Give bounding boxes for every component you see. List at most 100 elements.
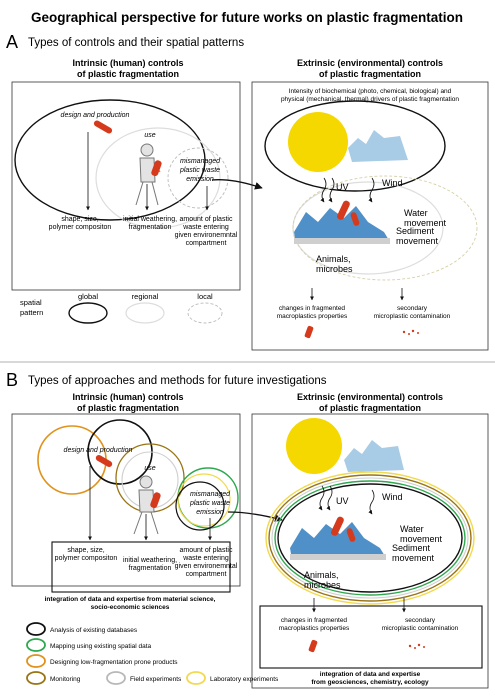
panel-b-uv-label: UV	[336, 496, 349, 506]
figure-title: Geographical perspective for future work…	[31, 10, 463, 25]
panel-b-outcome-shape-2: polymer compositon	[55, 555, 118, 562]
panel-b-water-2: movement	[400, 534, 443, 544]
microplastic-icon-a	[402, 329, 419, 335]
panel-a-intrinsic-title-2: of plastic fragmentation	[77, 69, 179, 79]
panel-a-sediment-2: movement	[396, 236, 439, 246]
legend-global-label: global	[78, 292, 98, 301]
method-ring-mapping-b-ext	[274, 480, 466, 596]
panel-a-letter: A	[6, 32, 18, 52]
panel-b-integration-left-2: socio-economic sciences	[91, 604, 170, 611]
water-icon-a	[294, 206, 390, 244]
panel-a-design-label: design and production	[61, 112, 130, 119]
panel-b-outcome-amount-2: waste entering	[182, 555, 229, 562]
panel-b-integration-right-1: integration of data and expertise	[320, 671, 421, 678]
method-ring-monitoring-b-ext	[268, 474, 472, 602]
wind-arrow-icon-a	[368, 177, 375, 203]
panel-a-secondary-1: secondary	[397, 305, 428, 312]
wind-arrow-icon-b	[368, 489, 375, 515]
panel-b-letter: B	[6, 370, 18, 390]
method-circle-lab-b	[177, 473, 231, 527]
panel-a-use-label: use	[144, 132, 155, 139]
panel-b-design-label: design and production	[64, 447, 133, 454]
panel-a-mismanaged-2: plastic waste	[179, 167, 220, 174]
panel-b-outcome-box-right	[259, 605, 483, 669]
plastic-item-icon-b2	[150, 492, 161, 509]
method-legend-label: Laboratory experiments	[210, 676, 279, 683]
panel-b-outcome-shape-1: shape, size,	[67, 547, 104, 554]
plastic-item-icon-b4	[346, 528, 356, 542]
panel-b-water-1: Water	[400, 524, 424, 534]
local-ellipse-a	[167, 147, 229, 209]
panel-b-intrinsic-title-2: of plastic fragmentation	[77, 403, 179, 413]
panel-b-use-label: use	[144, 465, 155, 472]
uv-arrow-icon-a2	[328, 177, 335, 203]
panel-b-outcome-amount-3: given environemntal	[175, 563, 238, 570]
panel-a-outcome-shape-1: shape, size,	[61, 216, 98, 223]
method-circle-design-b	[37, 425, 107, 495]
plastic-item-icon-b3	[331, 516, 344, 536]
panel-b-outcome-amount-1: amount of plastic	[180, 547, 233, 554]
method-legend-swatch	[106, 671, 126, 685]
sun-icon-b	[286, 418, 342, 474]
plastic-item-icon-a2	[151, 160, 162, 177]
method-legend-label: Field experiments	[130, 676, 182, 683]
spatial-pattern-label-2: pattern	[20, 308, 43, 317]
microplastic-icon-b	[408, 643, 425, 649]
uv-arrow-icon-b	[318, 485, 325, 511]
panel-a-sediment-1: Sediment	[396, 226, 435, 236]
panel-b-secondary-1: secondary	[405, 617, 436, 624]
regional-ellipse-a	[95, 127, 221, 229]
spatial-pattern-label-1: spatial	[20, 298, 42, 307]
panel-b-sediment-2: movement	[392, 553, 435, 563]
legend-global-ellipse	[68, 302, 108, 324]
method-legend-swatch	[26, 622, 46, 636]
panel-b-wind-label: Wind	[382, 492, 403, 502]
panel-a-extrinsic-title-1: Extrinsic (environmental) controls	[297, 58, 443, 68]
method-circle-databases-b2	[175, 481, 225, 531]
plastic-fragments-icon-b	[308, 639, 318, 653]
panel-a-water-2: movement	[404, 218, 447, 228]
panel-b-outcome-weathering-2: fragmentation	[129, 565, 172, 572]
panel-a-outcome-amount-3: given environemntal	[175, 232, 238, 239]
panel-a-animals-2: microbes	[316, 264, 353, 274]
connector-arrow-a	[211, 179, 263, 190]
ice-icon-b	[344, 440, 404, 472]
panel-a-mismanaged-3: emission	[186, 176, 214, 183]
panel-b-integration-right-2: from geosciences, chemistry, ecology	[311, 679, 429, 686]
panel-b-intrinsic-box	[11, 413, 241, 587]
panel-a-extrinsic-desc-2: physical (mechanical, thermal) drivers o…	[281, 96, 459, 103]
panel-a-mismanaged-1: mismanaged	[180, 158, 221, 165]
global-ellipse-a	[14, 99, 206, 221]
method-legend-label: Analysis of existing databases	[50, 627, 138, 634]
method-legend-swatch	[26, 638, 46, 652]
ice-icon-a	[348, 130, 408, 162]
panel-a-intrinsic-box	[11, 81, 241, 291]
panel-b-integration-left-1: integration of data and expertise from m…	[45, 596, 216, 603]
panel-b-extrinsic-box	[251, 413, 489, 689]
panel-a-outcome-amount-1: amount of plastic	[180, 216, 233, 223]
panel-b-outcome-amount-4: compartment	[186, 571, 227, 578]
panel-a-changes-2: macroplastics properties	[277, 313, 348, 320]
panel-b-mismanaged-3: emission	[196, 509, 224, 516]
panel-a-outcome-weathering-1: initial weathering,	[123, 216, 177, 223]
legend-regional-label: regional	[132, 292, 159, 301]
panel-a-outcome-weathering-2: fragmentation	[129, 224, 172, 231]
uv-arrow-icon-b2	[326, 485, 333, 511]
legend-local-label: local	[197, 292, 213, 301]
panel-b-outcome-box	[51, 541, 231, 593]
panel-b-mismanaged-2: plastic waste	[189, 500, 230, 507]
method-ring-lab-b-ext	[265, 471, 475, 605]
method-legend-swatch	[26, 671, 46, 685]
plastic-fragments-icon-a	[304, 325, 314, 339]
method-legend-swatch	[26, 654, 46, 668]
method-legend-swatch	[186, 671, 206, 685]
panel-b-changes-2: macroplastics properties	[279, 625, 350, 632]
plastic-item-icon-b1	[95, 455, 113, 467]
panel-b-animals-1: Animals,	[304, 570, 339, 580]
panel-a-outcome-amount-2: waste entering	[182, 224, 229, 231]
legend-local-ellipse	[187, 302, 223, 324]
local-ellipse-a-ext	[292, 175, 478, 281]
